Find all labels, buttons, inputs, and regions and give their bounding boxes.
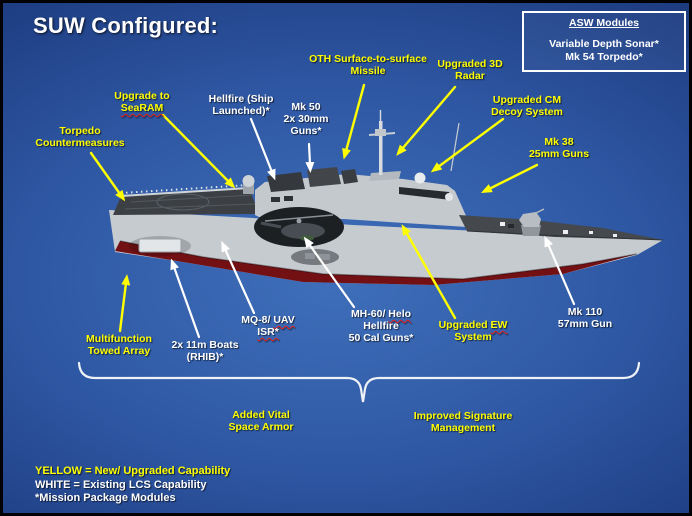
arrow-boats [170, 258, 201, 339]
arrow-torpedo-countermeasures [89, 151, 126, 202]
callout-cm-decoy: Upgraded CM Decoy System [491, 94, 563, 118]
callout-3d-radar: Upgraded 3D Radar [437, 58, 503, 82]
callout-towed-array: Multifunction Towed Array [86, 333, 152, 357]
hull-side-machinery [291, 249, 339, 265]
arrow-oth-missile [342, 83, 366, 160]
callout-mq8-uav: MQ-8/ UAV ISR* [241, 314, 295, 338]
callout-ew-system: Upgraded EW System [438, 319, 508, 343]
asw-box-title: ASW Modules [569, 17, 639, 29]
bottom-brace [77, 361, 641, 403]
callout-mk50-guns: Mk 50 2x 30mm Guns* [283, 101, 329, 137]
legend: YELLOW = New/ Upgraded Capability WHITE … [35, 465, 230, 506]
legend-mission-line: *Mission Package Modules [35, 492, 176, 504]
callout-mh60-helo: MH-60/ Helo Hellfire 50 Cal Guns* [348, 308, 414, 344]
arrow-mh60 [303, 236, 356, 309]
callout-upgrade-searam: Upgrade to SeaRAM [114, 90, 170, 114]
arrow-upgrade-searam [161, 113, 236, 189]
ship-hull [109, 210, 663, 285]
callout-arrows [89, 83, 576, 339]
arrow-mk50 [305, 142, 315, 173]
ship-foredeck [459, 215, 664, 241]
brace-label-signature: Improved Signature Management [413, 410, 513, 434]
ship-mast [368, 110, 460, 201]
ship-flight-deck [113, 184, 259, 215]
arrow-mk38 [480, 163, 539, 194]
callout-rhib-boats: 2x 11m Boats (RHIB)* [171, 339, 239, 363]
ship-radome [414, 172, 426, 184]
asw-modules-box: ASW Modules Variable Depth Sonar* Mk 54 … [522, 11, 686, 72]
legend-white-line: WHITE = Existing LCS Capability [35, 478, 207, 491]
arrow-ew-system [401, 224, 457, 320]
callout-oth-missile: OTH Surface-to-surface Missile [309, 53, 427, 77]
callout-torpedo-countermeasures: Torpedo Countermeasures [35, 125, 125, 149]
stern-boat-ramp-door [129, 236, 191, 256]
legend-yellow-line: YELLOW = New/ Upgraded Capability [35, 465, 231, 477]
whip-antenna [450, 122, 460, 172]
page-title: SUW Configured: [33, 13, 219, 38]
hangar-helicopter [254, 207, 344, 247]
brace-label-armor: Added Vital Space Armor [228, 409, 294, 433]
callout-hellfire-ship: Hellfire (Ship Launched)* [208, 93, 274, 117]
arrow-mk110 [544, 235, 576, 306]
ship-diagram-canvas [77, 83, 664, 403]
asw-item-torpedo: Mk 54 Torpedo* [565, 51, 643, 63]
asw-item-sonar: Variable Depth Sonar* [549, 38, 659, 50]
arrow-towed-array [118, 274, 131, 333]
ship-image [109, 110, 664, 285]
arrow-mq8 [221, 240, 256, 315]
arrow-3d-radar [396, 85, 457, 156]
gun-turret-mk110 [519, 208, 545, 236]
searam-launcher [242, 175, 255, 194]
arrow-cm-decoy [430, 117, 505, 173]
bridge-windows [399, 187, 451, 200]
callout-mk38-guns: Mk 38 25mm Guns [528, 136, 590, 160]
arrow-hellfire [249, 117, 276, 181]
callout-mk110-gun: Mk 110 57mm Gun [557, 306, 613, 330]
